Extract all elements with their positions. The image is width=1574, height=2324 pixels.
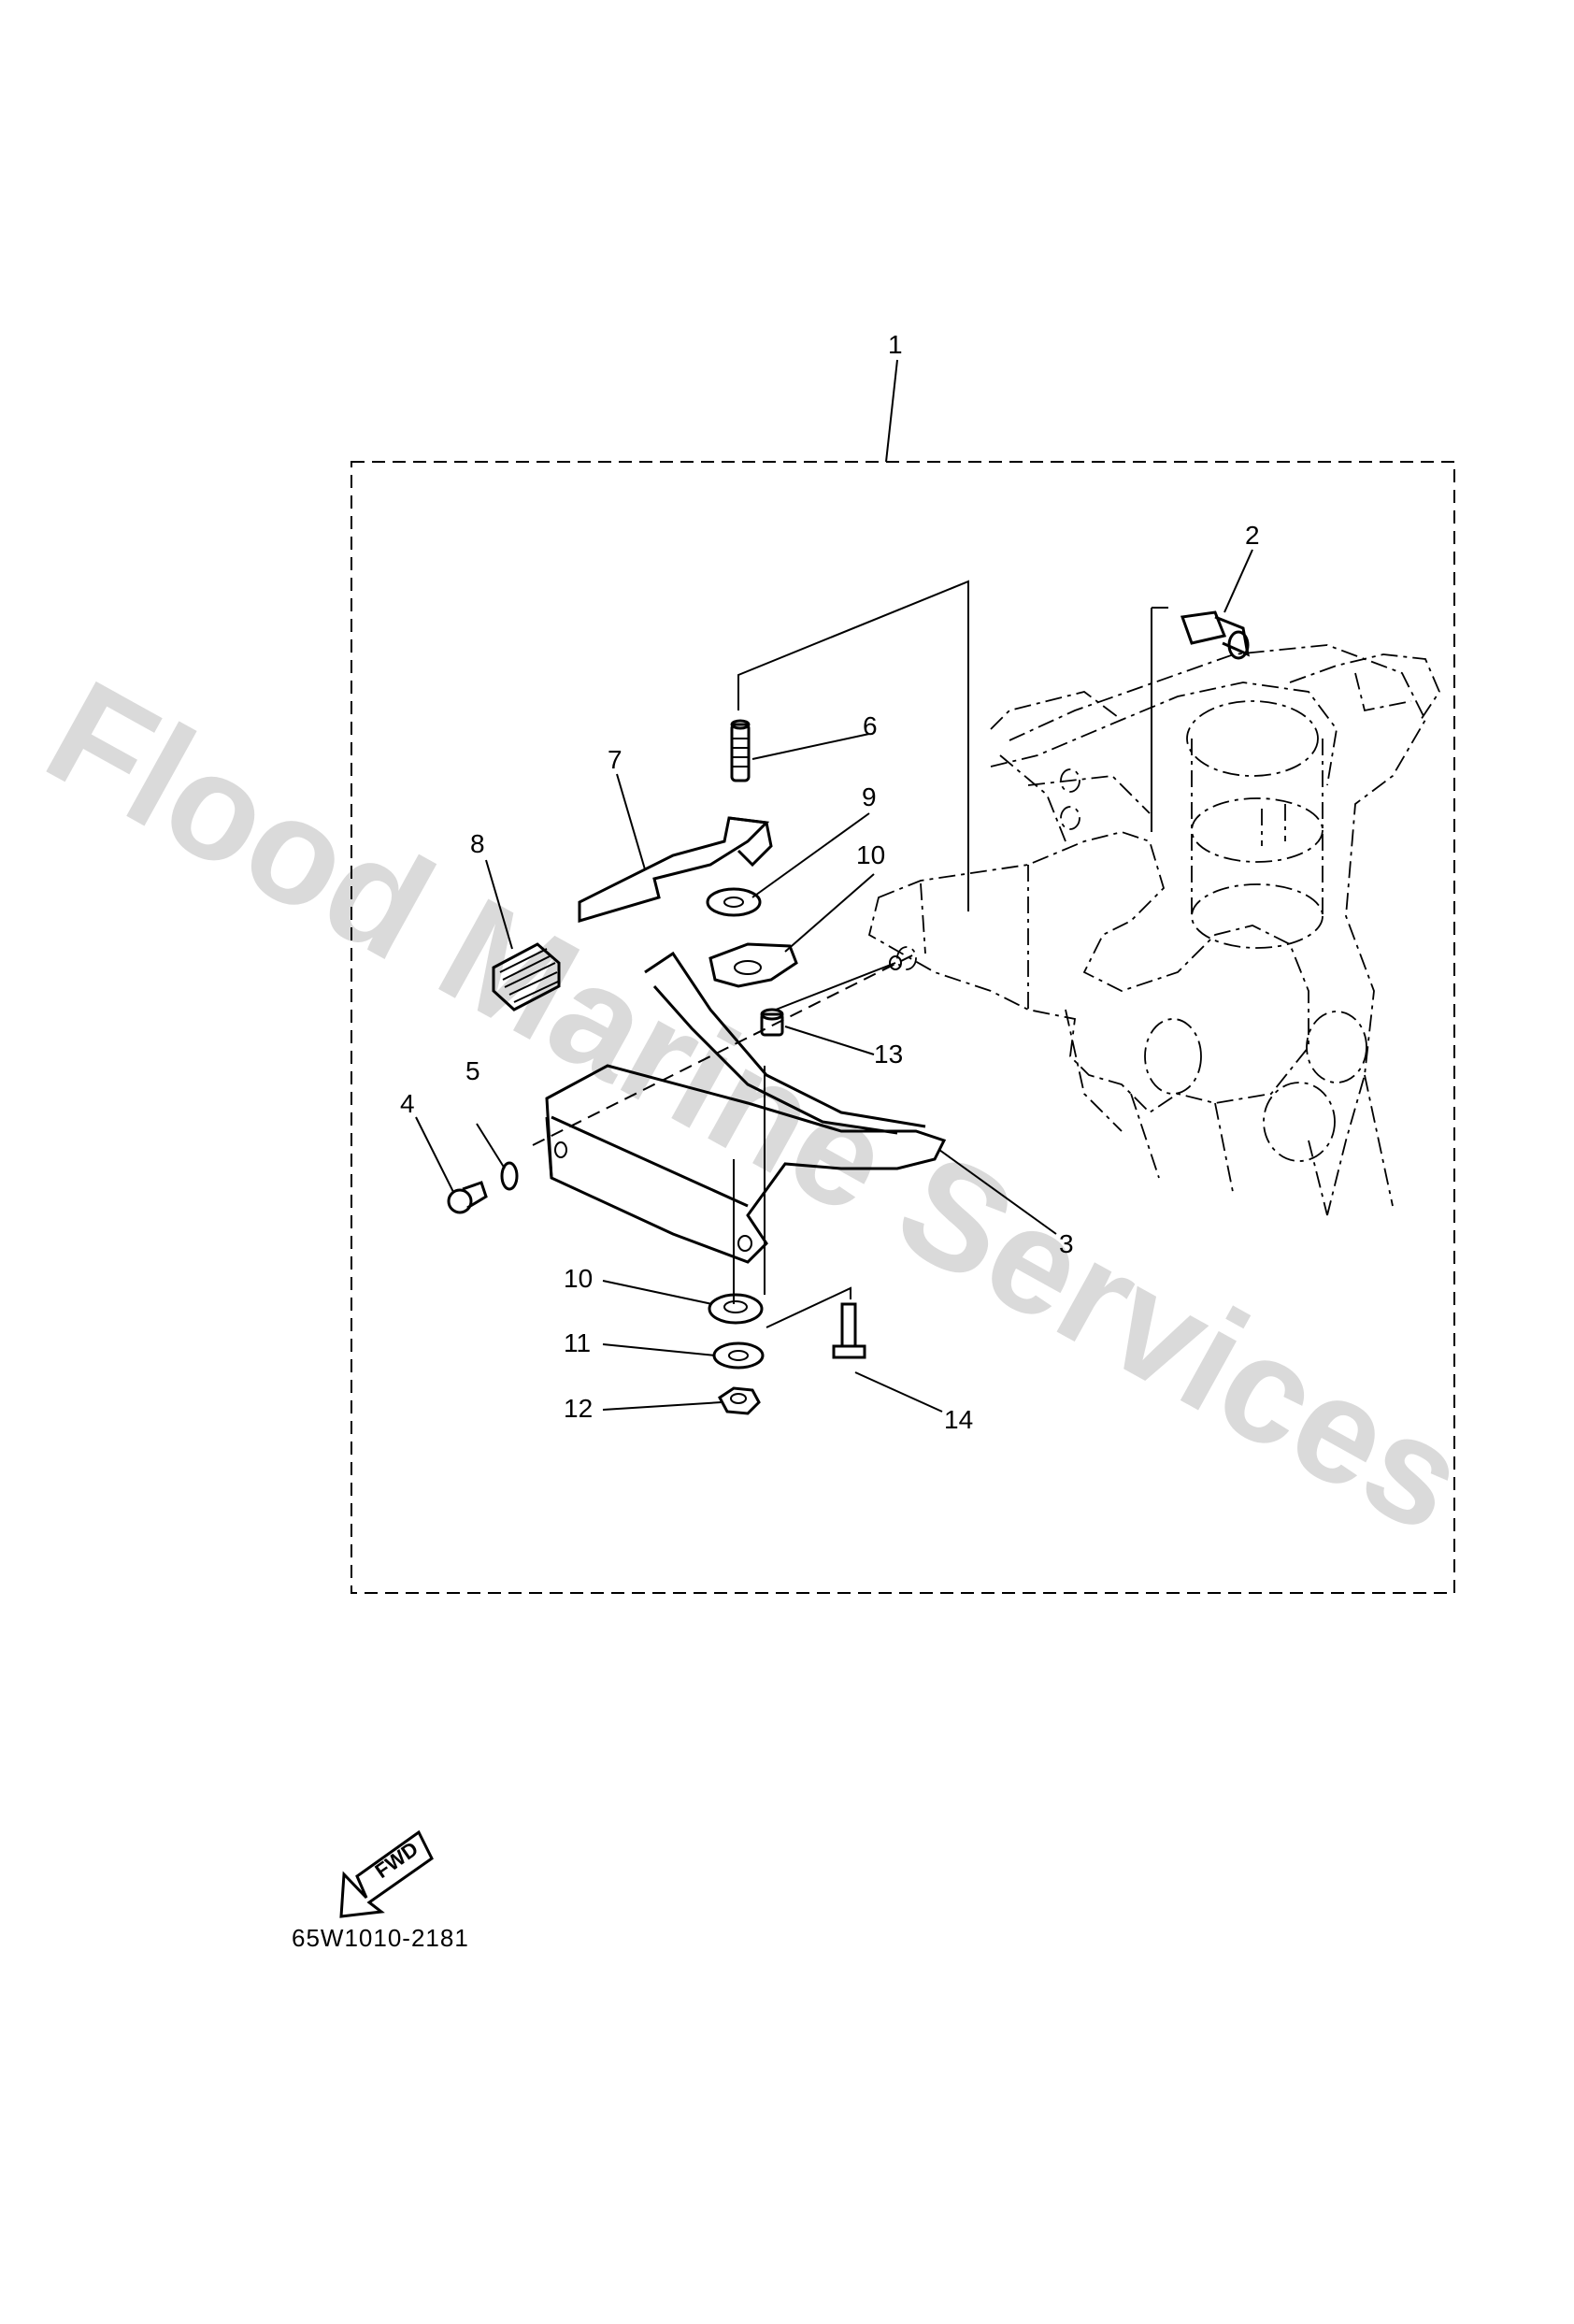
part-grip-8 [492,942,561,1011]
part-bolt-14 [832,1302,866,1359]
part-circlip-5 [500,1161,519,1191]
axis-lines [532,580,1168,1328]
callout-7: 7 [608,745,622,774]
part-grease-nipple [1180,610,1250,660]
callout-8: 8 [470,829,485,858]
callout-2: 2 [1245,521,1260,550]
callout-12: 12 [564,1394,593,1423]
part-nut-12 [718,1386,761,1415]
callout-1: 1 [888,330,903,359]
callout-10-lower: 10 [564,1264,593,1293]
part-collar-13 [760,1008,784,1037]
callout-13: 13 [874,1040,903,1069]
part-stay-3 [545,951,947,1264]
part-code: 65W1010-2181 [292,1924,469,1952]
callout-leaders [415,359,1253,1413]
callout-11: 11 [564,1328,591,1357]
callout-9: 9 [862,782,877,811]
assembly-frame [351,461,1455,1594]
callout-5: 5 [465,1056,480,1085]
part-washer-9 [706,887,762,917]
part-washer-11 [712,1341,765,1370]
swivel-bracket-phantom [867,644,1441,1216]
callout-10-upper: 10 [856,840,885,869]
fwd-arrow-icon: FWD [339,1829,434,1918]
part-bolt-4 [447,1181,488,1214]
callout-3: 3 [1059,1229,1074,1258]
callout-labels: 1 2 3 4 5 6 7 8 9 10 10 11 12 13 14 [400,330,1260,1434]
part-lever-7 [578,816,773,924]
callout-6: 6 [863,711,878,740]
callout-14: 14 [944,1405,973,1434]
part-washer-10-lower [708,1293,764,1325]
callout-4: 4 [400,1089,415,1118]
fwd-label: FWD [371,1837,422,1883]
part-plate-10-upper [708,942,798,988]
part-bolt-6 [730,719,751,782]
